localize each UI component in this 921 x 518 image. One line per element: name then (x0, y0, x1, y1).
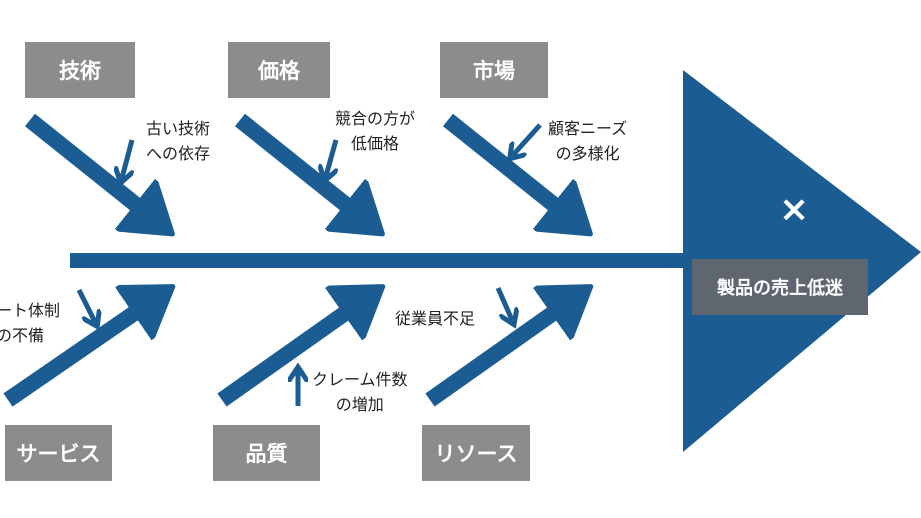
note-line: 従業員不足 (395, 309, 476, 328)
note-market: 顧客ニーズ の多様化 (548, 116, 627, 166)
note-arrow-resource (495, 286, 512, 320)
note-resource: 従業員不足 (395, 306, 475, 331)
note-line: ート体制 (0, 301, 61, 320)
category-tech: 技術 (25, 42, 135, 98)
note-line: の不備 (0, 326, 45, 345)
category-market: 市場 (440, 42, 548, 98)
spine (70, 253, 685, 268)
bone-service (3, 292, 165, 407)
bone-tech (25, 113, 165, 228)
note-arrow-service (76, 288, 95, 322)
bone-market (443, 113, 583, 228)
category-price: 価格 (228, 42, 330, 98)
note-arrow-price (326, 139, 339, 176)
close-mark-icon: × (779, 189, 810, 230)
note-line: への依存 (146, 144, 211, 163)
note-line: クレーム件数 (312, 370, 408, 389)
category-resource: リソース (422, 425, 530, 481)
category-quality: 品質 (213, 425, 320, 481)
note-arrow-tech (122, 139, 135, 178)
note-line: 競合の方が (335, 109, 416, 128)
bone-resource (425, 292, 583, 407)
category-service: サービス (5, 425, 112, 481)
note-line: 古い技術 (146, 119, 211, 138)
note-tech: 古い技術 への依存 (146, 116, 210, 166)
note-line: の増加 (335, 395, 384, 414)
note-line: 顧客ニーズ (548, 119, 628, 138)
bone-price (235, 113, 375, 228)
bone-quality (217, 292, 375, 407)
note-line: の多様化 (555, 144, 620, 163)
note-line: 低価格 (351, 134, 400, 153)
note-quality: クレーム件数 の増加 (312, 367, 408, 417)
note-service: ート体制 の不備 (0, 298, 60, 348)
effect-label: 製品の売上低迷 (692, 259, 868, 315)
note-arrow-market (513, 123, 542, 155)
note-price: 競合の方が 低価格 (335, 106, 415, 156)
